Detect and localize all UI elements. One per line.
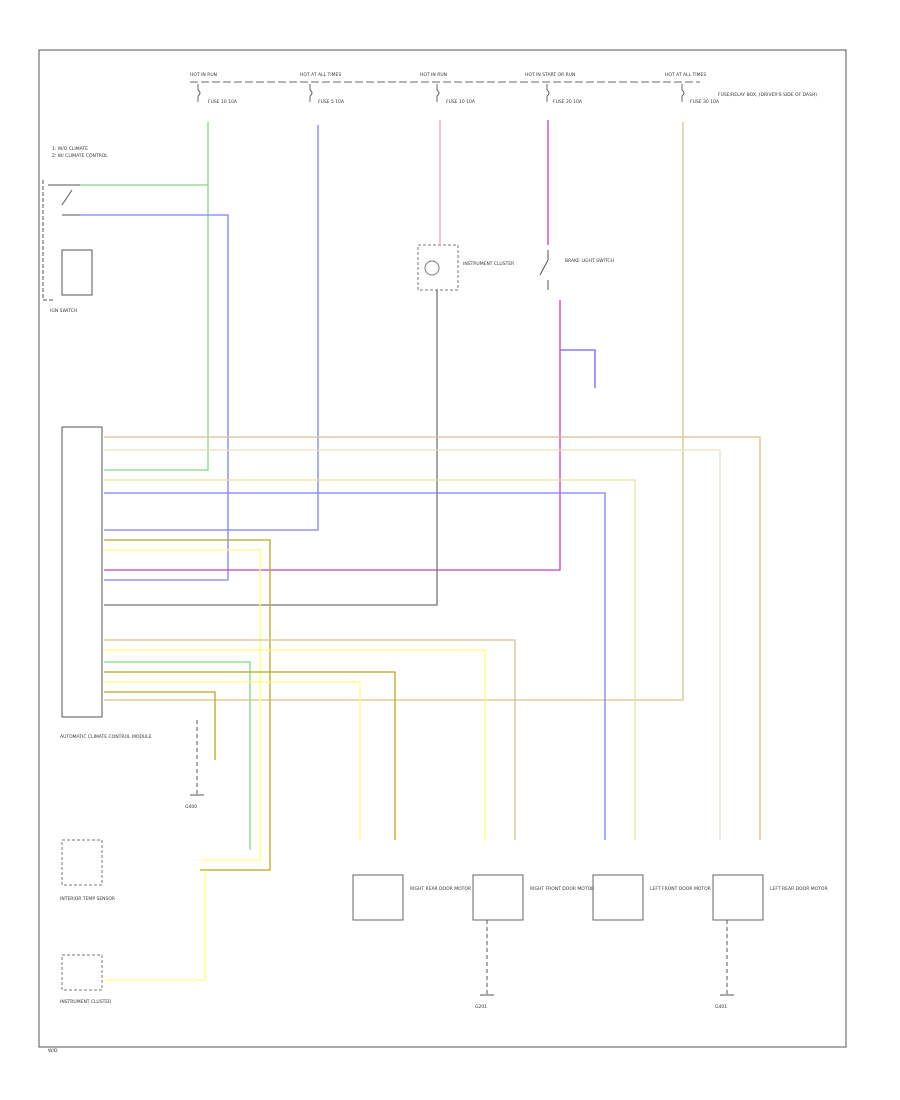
wire-blue-3: [104, 492, 606, 840]
fuse-label-1: FUSE 10 10A: [208, 99, 238, 105]
wire-gray: [104, 290, 438, 606]
diagram-frame: [38, 49, 847, 1048]
wire-blue-1: [80, 214, 229, 581]
ground-mid-label: G201: [475, 1004, 487, 1010]
source-label-4: HOT IN START OR RUN: [525, 72, 575, 78]
wire-beige-1: [104, 449, 721, 840]
wire-yellow-1: [104, 479, 636, 840]
note-2: 2: W/ CLIMATE CONTROL: [52, 153, 108, 159]
climate-module: [61, 426, 103, 718]
brake-switch: [539, 250, 549, 290]
interior-temp-sensor: [61, 839, 103, 886]
wire-green-3: [104, 661, 251, 850]
door-motors: [352, 874, 764, 921]
fuse-label-5: FUSE 30 10A: [690, 99, 720, 105]
wire-yellow-4: [104, 681, 361, 840]
instrument-cluster-lower: [61, 954, 103, 991]
wire-violet: [560, 349, 596, 388]
wire-tan-1: [104, 122, 684, 701]
source-label-1: HOT IN RUN: [190, 72, 217, 78]
wire-olive-2: [104, 671, 396, 840]
module-label: AUTOMATIC CLIMATE CONTROL MODULE: [60, 734, 152, 740]
motor-3-label: LEFT FRONT DOOR MOTOR: [650, 886, 711, 892]
brake-switch-label: BRAKE LIGHT SWITCH: [565, 258, 614, 264]
wire-tan-2: [104, 436, 761, 840]
gauge-icon: [424, 260, 440, 276]
wire-magenta-2: [104, 300, 561, 571]
instrument-cluster-label: INSTRUMENT CLUSTER: [463, 261, 514, 267]
wire-tan-3: [104, 639, 516, 840]
fuse-box-note: FUSE/RELAY BOX, (DRIVER'S SIDE OF DASH): [718, 92, 817, 98]
source-label-3: HOT IN RUN: [420, 72, 447, 78]
ign-switch: [42, 180, 93, 301]
wire-yellow-3: [104, 649, 486, 840]
fuse-icons: [197, 84, 685, 102]
fuse-label-4: FUSE 20 10A: [553, 99, 583, 105]
wire-blue-2: [104, 125, 319, 531]
wire-olive-3: [104, 691, 216, 760]
footer-label: W/D: [48, 1048, 58, 1054]
wire-yellow-2: [104, 549, 261, 861]
ground-icons: [190, 720, 734, 996]
motor-4-label: LEFT REAR DOOR MOTOR: [770, 886, 828, 892]
ground-right-label: G401: [715, 1004, 727, 1010]
note-1: 1: W/O CLIMATE: [52, 146, 88, 152]
wire-green: [104, 122, 209, 471]
wire-yellow-5: [104, 870, 206, 981]
source-label-5: HOT AT ALL TIMES: [665, 72, 706, 78]
motor-2-label: RIGHT FRONT DOOR MOTOR: [530, 886, 594, 892]
instrument-cluster-box: [417, 244, 459, 291]
cluster-lower-label: INSTRUMENT CLUSTER: [60, 999, 111, 1005]
ground-left-label: G400: [185, 804, 197, 810]
wires: [80, 120, 761, 981]
wire-olive-1: [104, 539, 271, 871]
source-label-2: HOT AT ALL TIMES: [300, 72, 341, 78]
sensor-lower-label: INTERIOR TEMP SENSOR: [60, 896, 115, 902]
fuse-label-2: FUSE 5 10A: [318, 99, 345, 105]
ign-switch-label: IGN SWITCH: [50, 308, 77, 314]
motor-1-label: RIGHT REAR DOOR MOTOR: [410, 886, 471, 892]
fuse-label-3: FUSE 10 10A: [446, 99, 476, 105]
